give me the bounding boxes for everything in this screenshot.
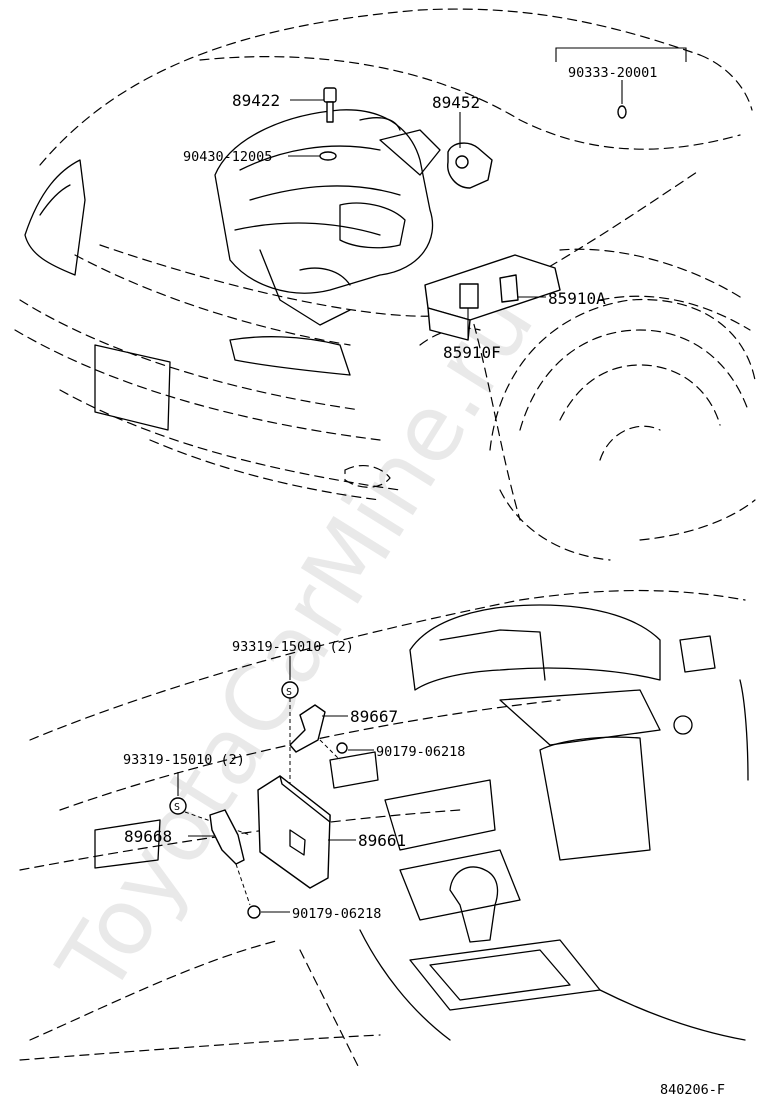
bracket-89667: [289, 704, 348, 753]
ecu-89661: [257, 775, 356, 889]
label-89452[interactable]: 89452: [432, 93, 480, 112]
screw-93319-top: [281, 656, 299, 790]
label-85910A[interactable]: 85910A: [548, 289, 606, 308]
diagram-code: 840206-F: [660, 1082, 725, 1098]
label-90179-06218-bottom[interactable]: 90179-06218: [292, 906, 381, 922]
label-90430-12005[interactable]: 90430-12005: [183, 149, 272, 165]
s-mark-top: S: [286, 687, 292, 698]
bracket-89668: [188, 809, 251, 906]
relay-box: [424, 254, 561, 341]
nut-90179-top: [319, 739, 374, 761]
label-93319-15010-left[interactable]: 93319-15010 (2): [123, 752, 245, 768]
s-mark-left: S: [174, 802, 180, 813]
label-89661[interactable]: 89661: [358, 831, 406, 850]
label-90179-06218-top[interactable]: 90179-06218: [376, 744, 465, 760]
gasket-90430: [288, 151, 337, 161]
label-89668[interactable]: 89668: [124, 827, 172, 846]
sensor-89452: [447, 112, 493, 189]
label-89422[interactable]: 89422: [232, 91, 280, 110]
dashboard-outline: [19, 589, 749, 1071]
part-90333: [555, 47, 687, 119]
screw-93319-left: [169, 772, 251, 836]
sensor-89422: [290, 87, 337, 123]
label-85910F[interactable]: 85910F: [443, 343, 501, 362]
label-90333-20001[interactable]: 90333-20001: [568, 65, 657, 81]
engine-block: [214, 109, 441, 326]
label-93319-15010-top[interactable]: 93319-15010 (2): [232, 639, 354, 655]
nut-90179-bottom: [247, 905, 290, 919]
label-89667[interactable]: 89667: [350, 707, 398, 726]
